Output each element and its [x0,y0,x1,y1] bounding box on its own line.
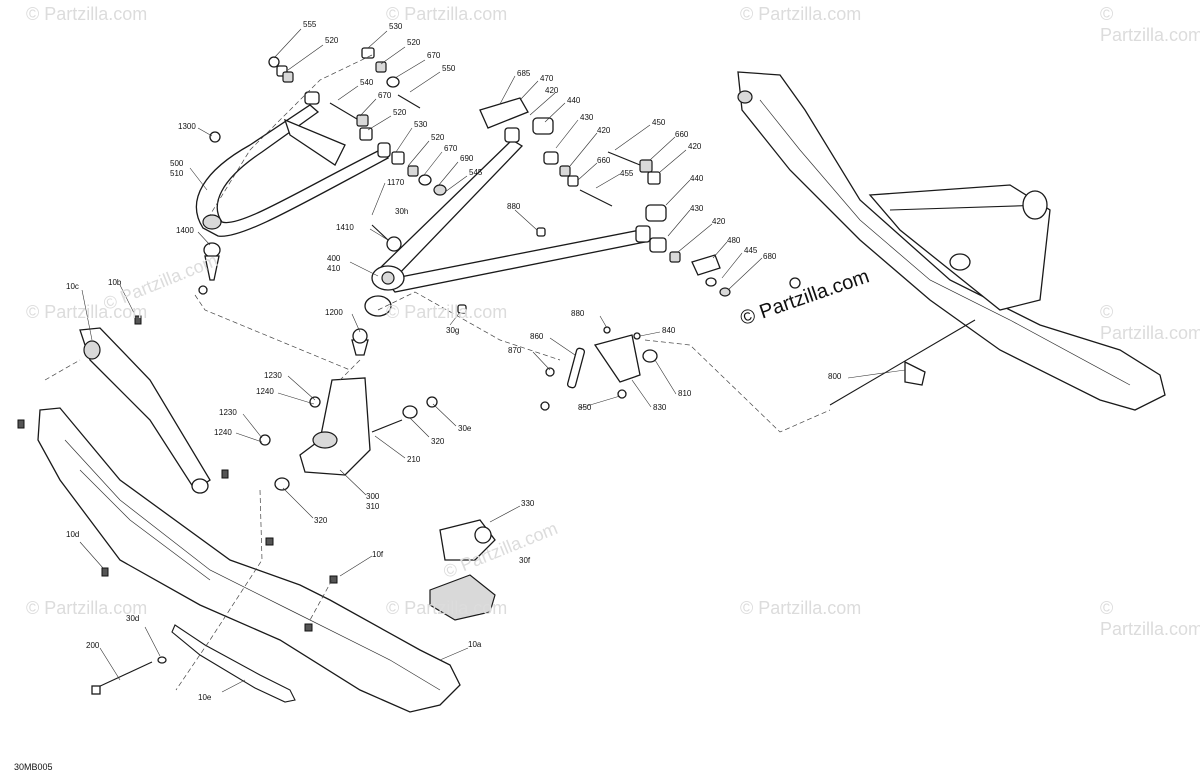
callout-label: 500 510 [170,159,184,178]
callout-label: 430 [580,113,594,122]
callout-label: 420 [712,217,726,226]
callout-label: 30h [395,207,409,216]
callout-label: 470 [540,74,554,83]
callout-label: 30d [126,614,140,623]
callout-label: 860 [530,332,544,341]
watermark: © Partzilla.com [26,302,148,322]
spindle [259,377,438,491]
callout-label: 455 [620,169,634,178]
callout-label: 30g [446,326,460,335]
callout-label: 1200 [325,308,343,317]
callout-label: 670 [378,91,392,100]
callout-label: 10a [468,640,482,649]
callout-label: 670 [427,51,441,60]
callout-label: 520 [431,133,445,142]
callout-label: 1410 [336,223,354,232]
callout-label: 10f [372,550,384,559]
runner-and-bolt [91,624,296,703]
watermark: © Partzilla.com [1100,598,1200,639]
callout-label: 10e [198,693,212,702]
callout-label: 330 [521,499,535,508]
leader-lines [79,28,906,693]
watermark: © Partzilla.com [26,598,148,618]
callout-label: 690 [460,154,474,163]
callout-label: 210 [407,455,421,464]
callout-label: 540 [360,78,374,87]
lower-hardware [532,117,731,297]
right-ski-assembly [737,71,1166,411]
callout-label: 880 [571,309,585,318]
callout-label: 810 [678,389,692,398]
callout-label: 685 [517,69,531,78]
callout-label: 400 410 [327,254,341,273]
callout-label: 450 [652,118,666,127]
callout-label: 850 [578,403,592,412]
callout-label: 320 [314,516,328,525]
callout-label: 670 [444,144,458,153]
callout-label: 1170 [387,178,405,187]
callout-label: 550 [442,64,456,73]
watermark: © Partzilla.com [1100,302,1200,343]
callout-label: 300 310 [366,492,380,511]
watermark: © Partzilla.com [386,598,508,618]
callout-label: 520 [393,108,407,117]
callout-label: 30f [519,556,531,565]
callout-label: 1400 [176,226,194,235]
callout-label: 440 [690,174,704,183]
left-ski [17,315,461,713]
callout-label: 420 [597,126,611,135]
callout-label: 420 [688,142,702,151]
callout-label: 480 [727,236,741,245]
callout-label: 800 [828,372,842,381]
watermark: © Partzilla.com [386,302,508,322]
upper-hardware [209,47,447,196]
callout-label: 1230 [264,371,282,380]
callout-label: 660 [597,156,611,165]
callout-label: 830 [653,403,667,412]
ball-joints [198,224,467,356]
callout-label: 555 [303,20,317,29]
callout-label: 10d [66,530,80,539]
lower-a-arm [371,97,651,293]
callout-label: 660 [675,130,689,139]
callout-label: 10c [66,282,79,291]
watermark: © Partzilla.com [740,4,862,24]
callout-label: 530 [389,22,403,31]
callout-label: 880 [507,202,521,211]
callout-label: 10b [108,278,122,287]
watermark: © Partzilla.com [740,598,862,618]
callout-label: 440 [567,96,581,105]
callout-label: 1240 [256,387,274,396]
callout-label: 320 [431,437,445,446]
callout-label: 430 [690,204,704,213]
upper-a-arm [195,91,391,237]
callout-label: 530 [414,120,428,129]
callout-label: 520 [325,36,339,45]
watermark: © Partzilla.com [386,4,508,24]
ski-wear-parts [429,519,496,621]
callout-label: 520 [407,38,421,47]
assembly-lines [44,54,831,691]
callout-label: 680 [763,252,777,261]
callout-label: 545 [469,168,483,177]
callout-label: 1240 [214,428,232,437]
figure-code: 30MB005 [14,762,53,772]
watermark: © Partzilla.com [26,4,148,24]
watermark: © Partzilla.com [1100,4,1200,45]
callout-label: 1230 [219,408,237,417]
steering-linkage [540,326,658,411]
callout-label: 445 [744,246,758,255]
callout-label: 420 [545,86,559,95]
callout-label: 1300 [178,122,196,131]
callout-label: 840 [662,326,676,335]
callout-label: 30e [458,424,472,433]
callout-label: 870 [508,346,522,355]
callout-label: 200 [86,641,100,650]
